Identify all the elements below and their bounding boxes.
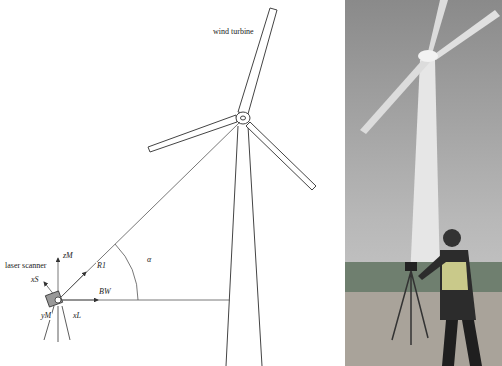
axis-label: BW — [98, 288, 112, 296]
axis-label: zM — [62, 252, 74, 260]
measurement-lines — [44, 122, 240, 300]
angle-label: α — [146, 256, 152, 264]
axis-label: R1 — [96, 262, 107, 270]
photo — [345, 0, 502, 366]
figure-label: wind turbine — [212, 28, 255, 36]
figure-label: laser scanner — [4, 262, 48, 270]
axis-label: xS — [30, 276, 40, 284]
axis-label: xL — [72, 312, 82, 320]
axis-label: yM — [40, 312, 52, 320]
